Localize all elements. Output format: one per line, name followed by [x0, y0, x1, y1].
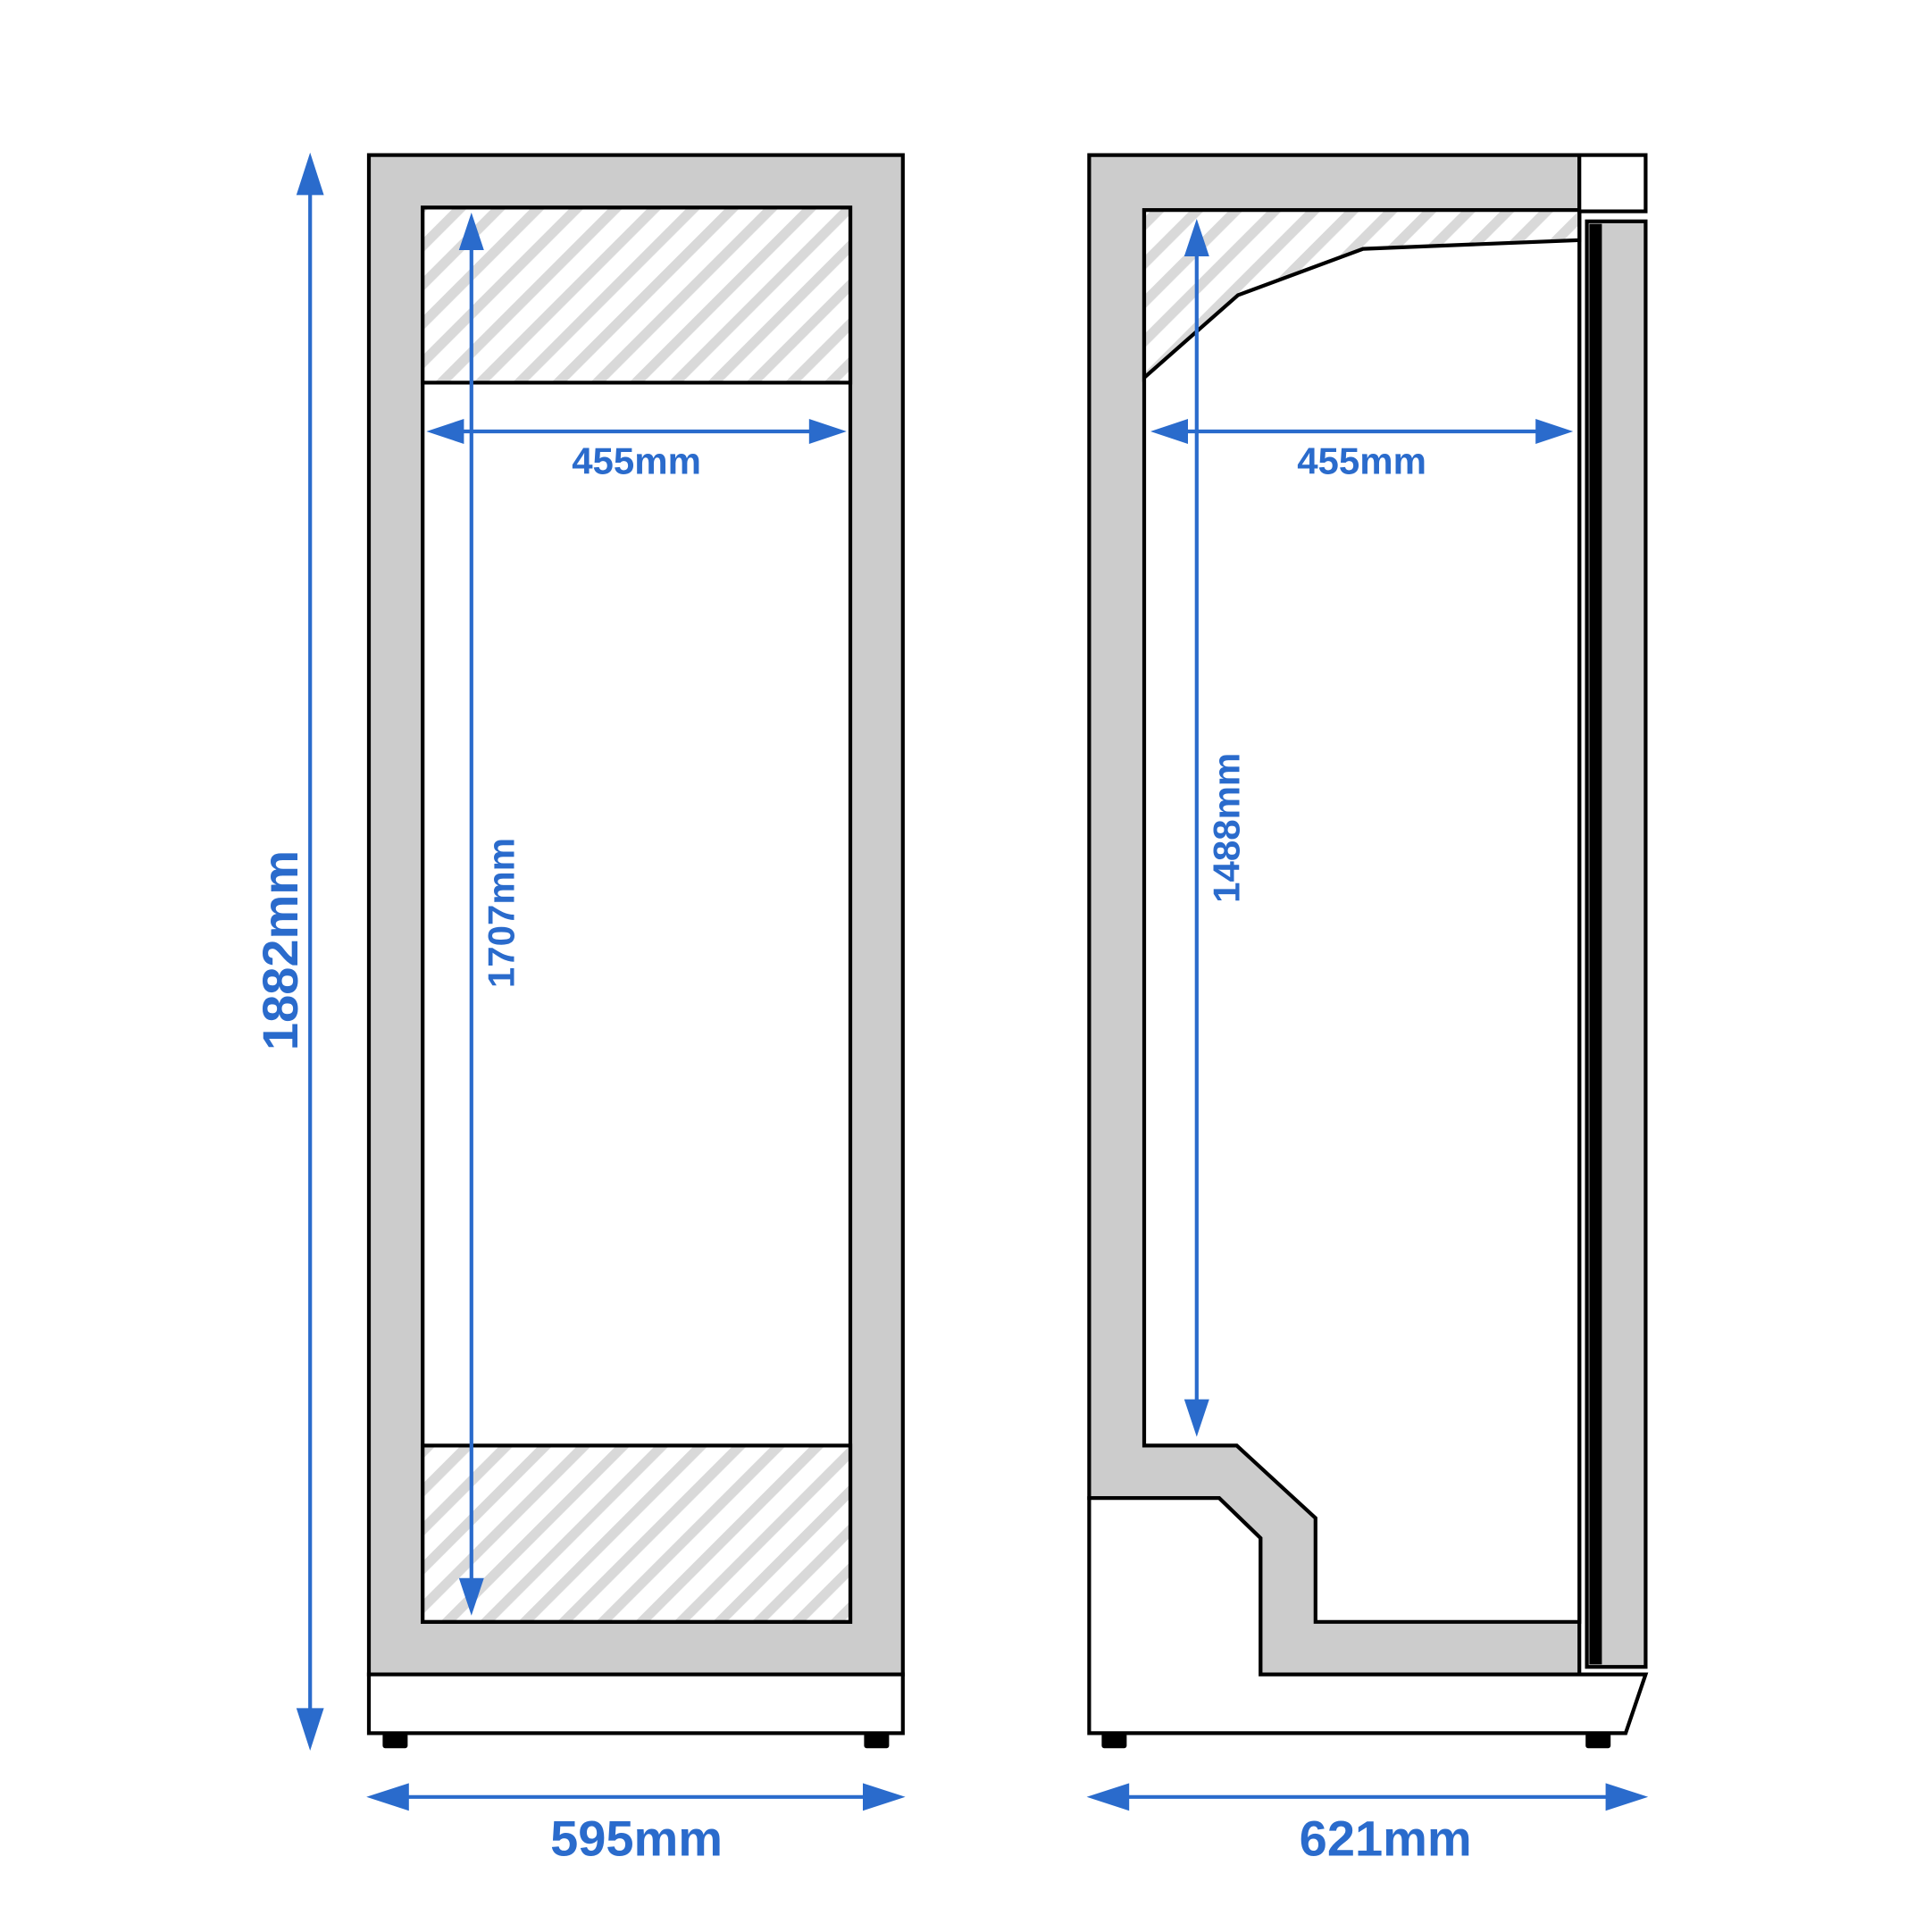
front-base — [366, 1672, 905, 1735]
dimension-front-inner-height: 1707mm — [458, 213, 522, 1616]
side-interior — [1142, 208, 1582, 1624]
side-base — [1087, 1496, 1649, 1735]
top-cap — [1577, 153, 1648, 213]
front-inner-width-label: 455mm — [572, 440, 701, 482]
dimension-side-inner-height: 1488mm — [1183, 219, 1247, 1437]
side-inner-height-label: 1488mm — [1205, 753, 1247, 903]
foot — [1101, 1733, 1127, 1749]
dimension-total-height: 1882mm — [252, 152, 324, 1751]
side-inner-depth-label: 455mm — [1297, 440, 1426, 482]
door-seal — [1589, 223, 1602, 1665]
total-height-label: 1882mm — [252, 850, 308, 1050]
dimension-front-width: 595mm — [366, 1783, 906, 1867]
foot — [382, 1733, 408, 1749]
foot — [864, 1733, 890, 1749]
front-view — [366, 153, 905, 1749]
front-interior — [421, 205, 853, 1624]
foot — [1585, 1733, 1611, 1749]
dimension-side-inner-depth: 455mm — [1150, 419, 1574, 482]
bottom-hatched-zone — [421, 1443, 853, 1624]
front-inner-height-label: 1707mm — [480, 838, 522, 988]
dimension-front-inner-width: 455mm — [426, 419, 847, 482]
side-view — [1087, 153, 1649, 1749]
front-width-label: 595mm — [550, 1811, 723, 1867]
top-hatched-zone — [421, 205, 853, 385]
dimension-side-depth: 621mm — [1086, 1783, 1649, 1867]
side-depth-label: 621mm — [1300, 1811, 1472, 1867]
